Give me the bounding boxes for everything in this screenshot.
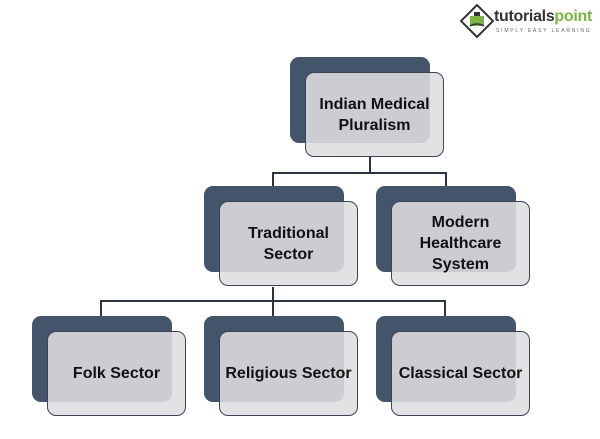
node-label: Folk Sector — [72, 365, 161, 382]
tutorialspoint-logo: tutorialspoint SIMPLY EASY LEARNING — [460, 2, 598, 40]
node-label: Religious Sector — [225, 365, 352, 382]
connector-to-classical — [444, 300, 446, 316]
node-front-shape: Modern Healthcare System — [391, 201, 530, 286]
connector-traditional-down — [272, 287, 274, 302]
node-label: Modern Healthcare System — [419, 214, 502, 273]
node-front-shape: Religious Sector — [219, 331, 358, 416]
node-indian-medical-pluralism: Indian Medical Pluralism — [290, 57, 445, 158]
node-classical-sector: Classical Sector — [376, 316, 531, 417]
node-front-shape: Folk Sector — [47, 331, 186, 416]
connector-root-down — [369, 157, 371, 173]
connector-level1-horizontal — [272, 172, 447, 174]
node-label: Classical Sector — [398, 365, 523, 382]
logo-brand: tutorialspoint — [494, 8, 593, 25]
node-label: Traditional Sector — [248, 224, 329, 263]
connector-to-folk — [100, 300, 102, 316]
node-front-shape: Traditional Sector — [219, 201, 358, 286]
logo-tagline: SIMPLY EASY LEARNING — [496, 28, 592, 34]
tutorialspoint-logo-icon — [460, 4, 494, 38]
node-modern-healthcare-system: Modern Healthcare System — [376, 186, 531, 287]
node-religious-sector: Religious Sector — [204, 316, 359, 417]
connector-to-traditional — [272, 172, 274, 187]
node-front-shape: Classical Sector — [391, 331, 530, 416]
connector-to-modern — [445, 172, 447, 187]
connector-to-religious — [272, 300, 274, 316]
node-front-shape: Indian Medical Pluralism — [305, 72, 444, 157]
node-label: Indian Medical Pluralism — [319, 95, 430, 134]
node-folk-sector: Folk Sector — [32, 316, 187, 417]
node-traditional-sector: Traditional Sector — [204, 186, 359, 287]
